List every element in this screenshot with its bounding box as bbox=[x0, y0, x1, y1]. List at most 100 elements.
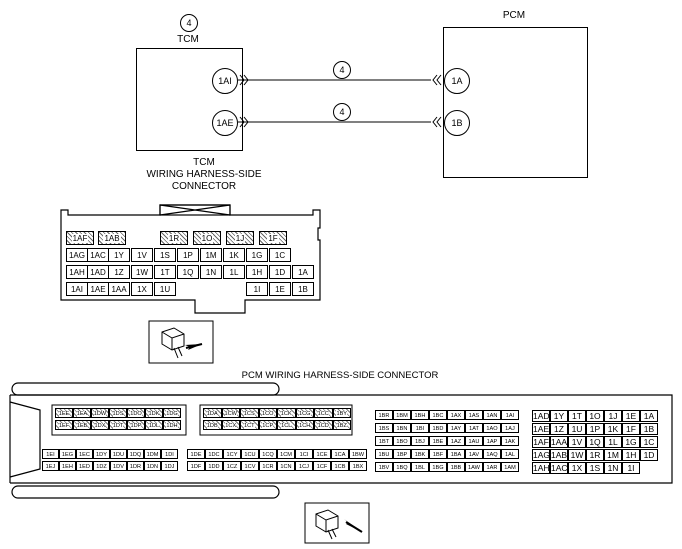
tcm-pin-cell: 1F bbox=[259, 231, 287, 245]
pcm-pin-cell: 1DF bbox=[187, 461, 205, 471]
pcm-pin-cell: 1DO bbox=[127, 408, 145, 418]
pcm-pin-cell: 1CO bbox=[258, 408, 277, 418]
tcm-pin-cell: 1U bbox=[154, 282, 176, 296]
pcm-pin-cell: 1CY bbox=[223, 449, 241, 459]
pcm-pin-cell: 1Q bbox=[586, 436, 604, 448]
pcm-pin-cell: 1BN bbox=[393, 423, 411, 433]
pcm-pin-cell: 1CN bbox=[277, 461, 295, 471]
pcm-pin-cell: 1DH bbox=[163, 420, 181, 430]
pcm-pin-cell: 1CK bbox=[277, 408, 296, 418]
pcm-pin-cell: 1AS bbox=[465, 410, 483, 420]
pcm-pin-cell: 1AH bbox=[532, 462, 550, 474]
pcm-pin-cell: 1EG bbox=[59, 449, 76, 459]
pcm-pin-cell: 1BR bbox=[375, 410, 393, 420]
pcm-pin-cell: 1EJ bbox=[42, 461, 59, 471]
tcm-pin-cell: 1AI bbox=[66, 282, 88, 296]
pcm-pin-cell: 1E bbox=[622, 410, 640, 422]
pcm-pin-cell: 1DJ bbox=[161, 461, 178, 471]
tcm-pin-cell: 1W bbox=[131, 265, 153, 279]
pcm-pin-cell: 1BF bbox=[429, 449, 447, 459]
tcm-pin-cell: 1AB bbox=[98, 231, 126, 245]
tcm-pin-cell: 1AE bbox=[87, 282, 109, 296]
pcm-pin-cell: 1H bbox=[622, 449, 640, 461]
pcm-pin-cell: 1EA bbox=[73, 408, 91, 418]
pcm-pin-cell: 1AY bbox=[447, 423, 465, 433]
pcm-pin-cell: 1J bbox=[604, 410, 622, 422]
pcm-pin-cell: 1M bbox=[604, 449, 622, 461]
pcm-pin-cell: 1CF bbox=[313, 461, 331, 471]
pcm-pin-cell: 1CI bbox=[295, 449, 313, 459]
pcm-pin-cell: 1BY bbox=[332, 408, 351, 418]
pcm-pin-cell: 1AK bbox=[501, 436, 519, 446]
pcm-pin-cell: 1CD bbox=[314, 420, 333, 430]
pcm-pin-cell: 1CG bbox=[295, 408, 314, 418]
pcm-pin-cell: 1K bbox=[604, 423, 622, 435]
pcm-pin-cell: 1CM bbox=[277, 449, 295, 459]
pcm-pin-cell: 1AP bbox=[483, 436, 501, 446]
pcm-pin-cell: 1BU bbox=[375, 449, 393, 459]
pcm-pin-cell: 1BG bbox=[429, 462, 447, 472]
tcm-connector-icon bbox=[148, 320, 214, 364]
tcm-pin-1ae: 1AE bbox=[212, 110, 238, 136]
pcm-pin-cell: 1BW bbox=[349, 449, 367, 459]
pcm-pin-cell: 1CQ bbox=[259, 449, 277, 459]
pcm-pin-cell: 1BA bbox=[447, 449, 465, 459]
pcm-pin-cell: 1CA bbox=[331, 449, 349, 459]
pcm-pin-cell: 1BL bbox=[411, 462, 429, 472]
pcm-pin-cell: 1CV bbox=[241, 461, 259, 471]
tcm-pin-cell: 1L bbox=[223, 265, 245, 279]
pcm-pin-cell: 1BS bbox=[375, 423, 393, 433]
pcm-pin-cell: 1BH bbox=[411, 410, 429, 420]
pcm-pin-cell: 1EF bbox=[55, 420, 73, 430]
tcm-connector-housing bbox=[60, 204, 321, 314]
pcm-pin-cell: 1DS bbox=[109, 408, 127, 418]
pcm-pin-cell: 1BD bbox=[429, 423, 447, 433]
tcm-pin-cell: 1Q bbox=[177, 265, 199, 279]
pcm-pin-cell: 1CP bbox=[258, 420, 277, 430]
pcm-pin-cell: 1AC bbox=[550, 462, 568, 474]
pcm-pin-cell: 1AZ bbox=[447, 436, 465, 446]
tcm-pin-cell: 1E bbox=[269, 282, 291, 296]
tcm-pin-cell: 1P bbox=[177, 248, 199, 262]
pcm-pin-cell: 1BQ bbox=[393, 462, 411, 472]
pcm-pin-cell: 1CZ bbox=[223, 461, 241, 471]
pcm-pin-cell: 1P bbox=[586, 423, 604, 435]
tcm-pin-cell: 1G bbox=[246, 248, 268, 262]
pcm-pin-cell: 1CH bbox=[295, 420, 314, 430]
pcm-pin-cell: 1AD bbox=[532, 410, 550, 422]
pcm-pin-cell: 1DY bbox=[93, 449, 110, 459]
tcm-pin-cell: 1B bbox=[292, 282, 314, 296]
pcm-pin-cell: 1AV bbox=[465, 449, 483, 459]
pcm-pin-cell: 1EB bbox=[73, 420, 91, 430]
pcm-pin-cell: 1DE bbox=[187, 449, 205, 459]
tcm-pin-cell: 1A bbox=[292, 265, 314, 279]
pcm-pin-cell: 1BE bbox=[429, 436, 447, 446]
wires bbox=[238, 74, 442, 128]
pcm-box bbox=[443, 27, 588, 178]
pcm-title: PCM bbox=[502, 10, 526, 21]
tcm-pin-cell: 1AH bbox=[66, 265, 88, 279]
pcm-pin-cell: 1R bbox=[586, 449, 604, 461]
pcm-pin-cell: 1AB bbox=[550, 449, 568, 461]
tcm-pin-cell: 1M bbox=[200, 248, 222, 262]
pcm-pin-cell: 1AA bbox=[550, 436, 568, 448]
pcm-pin-1a: 1A bbox=[444, 68, 470, 94]
pcm-pin-cell: 1AX bbox=[447, 410, 465, 420]
pcm-pin-cell: 1DC bbox=[205, 449, 223, 459]
pcm-pin-cell: 1DP bbox=[127, 420, 145, 430]
pcm-pin-cell: 1AU bbox=[465, 436, 483, 446]
tcm-pin-cell: 1J bbox=[226, 231, 254, 245]
tcm-pin-cell: 1T bbox=[154, 265, 176, 279]
pcm-pin-cell: 1AF bbox=[532, 436, 550, 448]
pcm-pin-cell: 1EE bbox=[55, 408, 73, 418]
tcm-connector-title-1: TCM bbox=[193, 157, 215, 168]
tcm-pin-cell: 1R bbox=[160, 231, 188, 245]
pcm-pin-cell: 1BB bbox=[447, 462, 465, 472]
pcm-pin-cell: 1V bbox=[568, 436, 586, 448]
pcm-connector-icon bbox=[304, 502, 370, 544]
pcm-pin-cell: 1CJ bbox=[295, 461, 313, 471]
pcm-pin-cell: 1BI bbox=[411, 423, 429, 433]
tcm-pin-cell: 1AF bbox=[66, 231, 94, 245]
tcm-pin-cell: 1O bbox=[193, 231, 221, 245]
pcm-pin-cell: 1BC bbox=[429, 410, 447, 420]
